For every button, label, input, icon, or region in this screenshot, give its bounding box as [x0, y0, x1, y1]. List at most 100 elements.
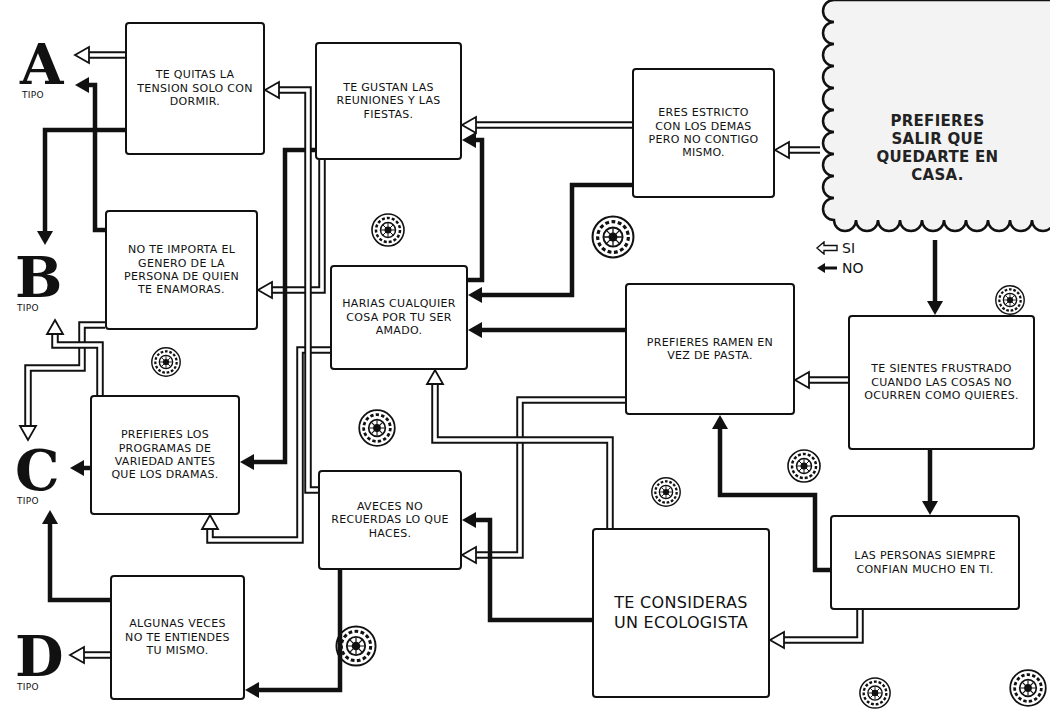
- arrow-line: [87, 85, 105, 230]
- question-text: TE GUSTAN LAS REUNIONES Y LAS FIESTAS.: [327, 81, 450, 121]
- arrow-head: [927, 301, 943, 315]
- legend-arrow-head: [817, 263, 825, 273]
- arrow-outline: [474, 121, 632, 129]
- question-box: ERES ESTRICTO CON LOS DEMAS PERO NO CONT…: [632, 68, 775, 198]
- arrow-line: [277, 90, 318, 490]
- arrow-head: [47, 320, 63, 334]
- arrow-line: [257, 570, 340, 690]
- arrow-head: [468, 322, 482, 338]
- question-text: TE CONSIDERAS UN ECOLOGISTA: [604, 593, 758, 633]
- yes-arrow: [775, 142, 820, 158]
- question-box: TE QUITAS LA TENSION SOLO CON DORMIR.: [125, 22, 265, 155]
- cloud-outline: [823, 0, 1050, 231]
- arrow-head: [37, 231, 53, 245]
- mandala-ornament: [593, 217, 634, 258]
- question-box: LAS PERSONAS SIEMPRE CONFIAN MUCHO EN TI…: [830, 515, 1020, 610]
- question-box: HARIAS CUALQUIER COSA POR TU SER AMADO.: [330, 265, 468, 370]
- yes-arrow: [770, 610, 860, 648]
- result-type: DTIPO: [15, 620, 70, 702]
- yes-arrow: [70, 647, 110, 663]
- no-arrow: [42, 510, 110, 600]
- question-text: ALGUNAS VECES NO TE ENTIENDES TU MISMO.: [122, 617, 233, 657]
- no-arrow: [468, 185, 632, 303]
- no-arrow: [75, 77, 105, 230]
- mandala-ornament: [359, 410, 395, 446]
- arrow-line: [468, 140, 482, 280]
- arrow-line: [82, 653, 110, 657]
- question-text: PREFIERES SALIR QUE QUEDARTE EN CASA.: [870, 112, 1005, 184]
- yes-arrow: [462, 117, 632, 133]
- arrow-head: [462, 512, 476, 528]
- question-box: TE GUSTAN LAS REUNIONES Y LAS FIESTAS.: [315, 42, 462, 160]
- arrow-head: [712, 415, 728, 429]
- question-text: AVECES NO RECUERDAS LO QUE HACES.: [330, 500, 450, 540]
- arrow-head: [240, 454, 254, 470]
- question-text: HARIAS CUALQUIER COSA POR TU SER AMADO.: [342, 297, 456, 337]
- type-caption: TIPO: [20, 90, 44, 101]
- legend-item: SI: [815, 238, 864, 258]
- legend-arrow: [815, 261, 839, 275]
- mandala-ornament: [372, 214, 404, 246]
- arrow-head: [75, 77, 89, 93]
- type-caption: TIPO: [15, 303, 39, 314]
- arrow-head: [462, 132, 476, 148]
- yes-arrow: [265, 82, 318, 490]
- type-letter: A: [20, 38, 63, 90]
- start-cloud: PREFIERES SALIR QUE QUEDARTE EN CASA.: [820, 0, 1050, 240]
- no-arrow: [468, 322, 625, 338]
- yes-arrow: [47, 320, 100, 395]
- legend-arrow-shaft: [823, 267, 837, 270]
- type-letter: C: [15, 444, 60, 496]
- question-box: NO TE IMPORTA EL GENERO DE LA PERSONA DE…: [105, 210, 258, 330]
- question-text: ERES ESTRICTO CON LOS DEMAS PERO NO CONT…: [644, 106, 763, 160]
- arrow-line: [55, 332, 100, 395]
- no-arrow: [462, 512, 592, 620]
- arrow-line: [782, 610, 860, 640]
- type-letter: D: [15, 630, 64, 682]
- arrow-head: [770, 632, 784, 648]
- mandala-ornament: [788, 450, 820, 482]
- arrow-head: [462, 547, 476, 563]
- arrow-head: [202, 515, 218, 529]
- arrow-head: [922, 501, 938, 515]
- arrow-head: [468, 287, 482, 303]
- arrow-line: [480, 328, 625, 333]
- arrow-outline: [87, 51, 125, 59]
- mandala-ornament: [652, 478, 680, 506]
- arrow-outline: [787, 146, 820, 154]
- question-box: ALGUNAS VECES NO TE ENTIENDES TU MISMO.: [110, 575, 245, 700]
- arrow-line: [87, 53, 125, 57]
- question-text: PREFIERES RAMEN EN VEZ DE PASTA.: [637, 336, 783, 363]
- arrow-head: [258, 282, 272, 298]
- mandala-ornament: [1010, 670, 1046, 706]
- arrow-outline: [807, 376, 848, 384]
- question-box: TE CONSIDERAS UN ECOLOGISTA: [592, 528, 770, 698]
- legend-arrow: [815, 241, 839, 255]
- question-text: TE SIENTES FRUSTRADO CUANDO LAS COSAS NO…: [860, 362, 1023, 402]
- arrow-head: [70, 460, 84, 476]
- arrow-outline: [782, 610, 860, 640]
- arrow-line: [480, 185, 632, 295]
- question-box: TE SIENTES FRUSTRADO CUANDO LAS COSAS NO…: [848, 315, 1035, 450]
- no-arrow: [70, 460, 90, 476]
- arrow-head: [42, 510, 58, 524]
- arrow-head: [265, 82, 279, 98]
- arrow-head: [795, 372, 809, 388]
- arrow-head: [775, 142, 789, 158]
- yes-arrow: [75, 47, 125, 63]
- question-box: PREFIERES LOS PROGRAMAS DE VARIEDAD ANTE…: [90, 395, 240, 515]
- legend: SINO: [815, 238, 864, 278]
- mandala-ornament: [860, 678, 890, 708]
- no-arrow: [245, 570, 340, 698]
- arrow-line: [474, 123, 632, 127]
- legend-item: NO: [815, 258, 864, 278]
- result-type: CTIPO: [15, 440, 70, 510]
- question-text: PREFIERES LOS PROGRAMAS DE VARIEDAD ANTE…: [102, 428, 228, 482]
- arrow-line: [928, 450, 933, 503]
- arrow-outline: [82, 651, 110, 659]
- arrow-line: [807, 378, 848, 382]
- legend-arrow-shape: [817, 242, 837, 254]
- arrow-line: [787, 148, 820, 152]
- type-caption: TIPO: [15, 496, 39, 507]
